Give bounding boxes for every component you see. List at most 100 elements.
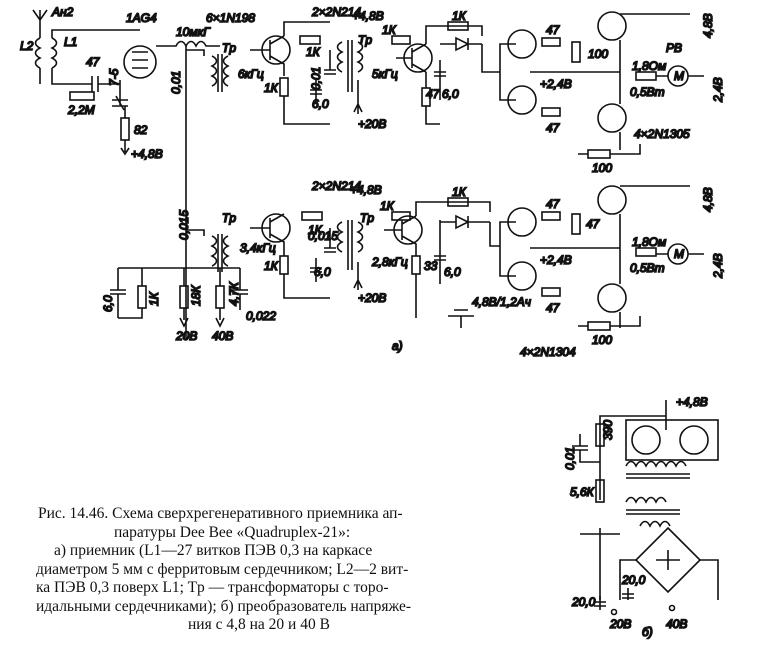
c-20-label-a: 20,0 xyxy=(571,595,596,609)
rectifier-bridge xyxy=(634,526,702,594)
r-47-c-label: 47 xyxy=(546,121,561,135)
res-33 xyxy=(411,255,421,275)
r-5-6k-label: 5,6К xyxy=(570,485,595,499)
v-20b-label: 20В xyxy=(175,329,197,343)
v-4-8-label-a: +4,8В xyxy=(352,9,384,23)
transistor-c1 xyxy=(631,425,661,455)
r-18k-label: 18К xyxy=(189,285,203,306)
choke-label: 10мкГ xyxy=(176,25,211,39)
freq-5k-label: 5кГц xyxy=(372,67,398,81)
v-4-8-out-a-label: 4,8В xyxy=(701,13,715,38)
v-4-8-label-b: +4,8В xyxy=(350,183,382,197)
transistor-11 xyxy=(597,185,627,215)
c-6-label-a: 6,0 xyxy=(312,97,329,111)
diodes-label: 6×1N198 xyxy=(206,11,255,25)
tube-1AG4 xyxy=(123,45,157,79)
tr2-label: Tр xyxy=(358,33,372,47)
coil-L2 xyxy=(34,37,42,69)
r-100-c-label: 100 xyxy=(592,333,612,347)
r-100-a-label: 100 xyxy=(588,47,608,61)
v-2-4-label-b: +2,4В xyxy=(540,253,572,267)
converter-schematic: +4,8В 390 0,01 5,6К 20,0 20,0 20В 40В б) xyxy=(562,394,719,640)
caption-line-4: диаметром 5 мм с ферритовым сердечником;… xyxy=(36,560,409,578)
v-4-8-label: +4,8В xyxy=(131,147,163,161)
battery-label: 4,8В/1,2Ач xyxy=(472,295,531,309)
caption-line-3: а) приемник (L1—27 витков ПЭВ 0,3 на кар… xyxy=(54,542,373,559)
motor-a-label: M xyxy=(674,69,684,83)
caption-line-5: ка ПЭВ 0,3 поверх L1; Tр — трансформатор… xyxy=(36,579,389,596)
res-1k-filter xyxy=(137,285,147,309)
pair-top-label: 2×2N214 xyxy=(311,5,361,19)
res-4-7k xyxy=(215,285,225,309)
res-1k-e xyxy=(301,211,323,221)
trimmer-label: 7-5 xyxy=(107,68,121,86)
v-4-8-b-label: +4,8В xyxy=(676,395,708,409)
r-1k-g-label: 1К xyxy=(380,199,395,213)
r-1k-h-label: 1К xyxy=(452,185,467,199)
c-001b-label: 0,01 xyxy=(309,67,323,90)
tr1-label: Tр xyxy=(222,41,236,55)
transistor-12 xyxy=(597,283,627,313)
r-47-d-label: 47 xyxy=(546,197,561,211)
out-trans-bottom-label: 4×2N1304 xyxy=(520,345,576,359)
figure-caption: Рис. 14.46. Схема сверхрегенеративного п… xyxy=(36,505,556,635)
c-0015-label-b: 0,015 xyxy=(308,229,338,243)
freq-2-8k-label: 2,8кГц xyxy=(371,255,408,269)
res-2-2M-label: 2,2М xyxy=(67,103,95,117)
res-1k-f xyxy=(279,255,289,275)
p-0-5w-a-label: 0,5Вт xyxy=(630,85,665,99)
v-40b-label: 40В xyxy=(212,329,233,343)
r-1k-b-label: 1К xyxy=(306,45,321,59)
v-2-4-out-a-label: 2,4В xyxy=(711,77,725,103)
c-6-label-e: 6,0 xyxy=(101,295,115,312)
r-47-a-label: 47 xyxy=(426,87,441,101)
tr1-coil xyxy=(210,55,218,87)
v-20-label-a: +20В xyxy=(358,117,386,131)
p-0-5w-b-label: 0,5Вт xyxy=(630,261,665,275)
out-trans-top-label: 4×2N1305 xyxy=(634,127,690,141)
r-390-label: 390 xyxy=(601,420,615,440)
res-47-f xyxy=(571,213,581,235)
v-2-4-out-b-label: 2,4В xyxy=(711,253,725,279)
res-1-8ohm-a xyxy=(635,71,657,81)
motor-b-label: M xyxy=(674,247,684,261)
tr3-coil xyxy=(210,235,218,267)
r-47-f-label: 47 xyxy=(586,217,601,231)
battery-symbol xyxy=(448,309,474,328)
r-1k-a-label: 1К xyxy=(264,81,279,95)
caption-line-2: паратуры Dee Bee «Quadruplex-21»: xyxy=(114,523,351,541)
v-20-label-b: +20В xyxy=(358,291,386,305)
c-0022-label: 0,022 xyxy=(246,309,276,323)
transistor-6 xyxy=(597,103,627,133)
tube-label: 1AG4 xyxy=(126,11,157,25)
v-40-b-label: 40В xyxy=(666,617,687,631)
converter-box xyxy=(625,419,719,461)
c-0015-label-a: 0,015 xyxy=(177,210,191,240)
rv-label: PB xyxy=(666,41,682,55)
r-1k-f-label: 1К xyxy=(264,259,279,273)
res-47-b xyxy=(541,37,561,47)
pair-bottom-label: 2×2N214 xyxy=(311,179,361,193)
antenna-symbol xyxy=(32,9,48,38)
res-1-8ohm-b xyxy=(635,247,657,257)
converter-transformer-2 xyxy=(625,496,680,528)
c-001c-label: 0,01 xyxy=(563,447,577,470)
freq-6k-label: 6кГц xyxy=(238,67,264,81)
c-6-label-d: 6,0 xyxy=(444,265,461,279)
res-47-c xyxy=(541,107,561,117)
choke-10uH xyxy=(156,40,220,48)
res-1k-c xyxy=(391,35,411,45)
c-6-label-c: 6,0 xyxy=(314,265,331,279)
fig-b-label: б) xyxy=(642,625,653,639)
res-1k-a xyxy=(279,77,289,97)
res-82 xyxy=(120,117,130,141)
res-47-d xyxy=(541,211,561,221)
r-1-8-b-label: 1,8Ом xyxy=(632,235,666,249)
coil-L2-label: L2 xyxy=(20,39,34,53)
r-47-e-label: 47 xyxy=(546,301,561,315)
transistor-c2 xyxy=(679,425,709,455)
res-1k-g xyxy=(391,211,411,221)
res-82-label: 82 xyxy=(134,123,148,137)
converter-transformer-1 xyxy=(625,460,690,479)
res-100-b xyxy=(587,149,611,159)
